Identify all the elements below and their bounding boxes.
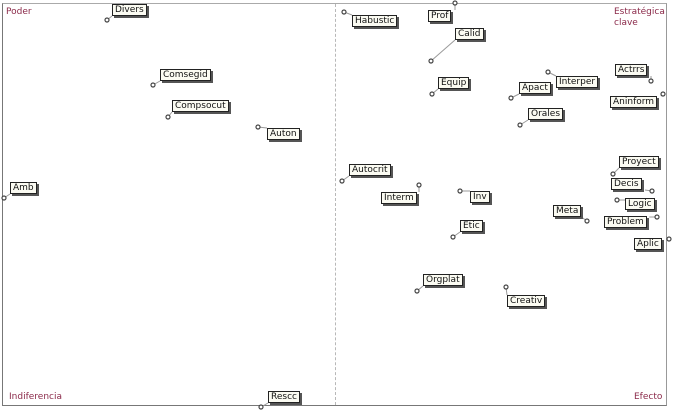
data-point-marker-icon: [452, 0, 458, 6]
data-point-marker-icon: [503, 284, 509, 290]
point-label-meta: Meta: [553, 205, 582, 217]
point-label-apact: Apact: [519, 82, 551, 94]
point-label-actrrs: Actrrs: [615, 64, 648, 76]
data-point-marker-icon: [165, 114, 171, 120]
point-label-aninform: Aninform: [610, 96, 658, 108]
data-point-marker-icon: [545, 69, 551, 75]
data-point-marker-icon: [341, 9, 347, 15]
point-label-auton: Auton: [267, 128, 300, 140]
data-point-marker-icon: [104, 17, 110, 23]
point-label-prof: Prof: [428, 10, 452, 22]
data-point-marker-icon: [517, 122, 523, 128]
data-point-marker-icon: [414, 288, 420, 294]
data-point-marker-icon: [450, 234, 456, 240]
data-point-marker-icon: [660, 91, 666, 97]
quadrant-label-bottom-right: Efecto: [634, 392, 663, 402]
point-label-problem: Problem: [604, 216, 647, 228]
point-label-amb: Amb: [10, 182, 37, 194]
point-label-comsegid: Comsegid: [160, 69, 211, 81]
point-label-decis: Decis: [611, 178, 642, 190]
leader-line: [430, 39, 456, 62]
vertical-divider-line: [335, 4, 336, 405]
point-label-proyect: Proyect: [619, 156, 659, 168]
point-label-divers: Divers: [112, 4, 147, 16]
quadrant-label-top-left: Poder: [6, 7, 32, 17]
point-label-calid: Calid: [455, 28, 484, 40]
point-label-compsocut: Compsocut: [172, 100, 229, 112]
point-label-etic: Etic: [460, 220, 483, 232]
point-label-interper: Interper: [556, 76, 599, 88]
data-point-marker-icon: [654, 214, 660, 220]
data-point-marker-icon: [416, 182, 422, 188]
point-label-orales: Orales: [528, 108, 564, 120]
point-label-interm: Interm: [381, 192, 417, 204]
data-point-marker-icon: [648, 78, 654, 84]
data-point-marker-icon: [666, 236, 672, 242]
point-label-inv: Inv: [470, 191, 490, 203]
point-label-orgplat: Orgplat: [423, 274, 463, 286]
point-label-creativ: Creativ: [507, 295, 546, 307]
data-point-marker-icon: [508, 95, 514, 101]
quadrant-label-bottom-left: Indiferencia: [9, 392, 62, 402]
point-label-equip: Equip: [438, 77, 470, 89]
data-point-marker-icon: [584, 218, 590, 224]
data-point-marker-icon: [150, 82, 156, 88]
data-point-marker-icon: [649, 188, 655, 194]
point-label-logic: Logic: [625, 198, 655, 210]
data-point-marker-icon: [258, 404, 264, 410]
data-point-marker-icon: [610, 171, 616, 177]
data-point-marker-icon: [1, 195, 7, 201]
data-point-marker-icon: [429, 91, 435, 97]
plot-frame: [2, 3, 667, 406]
data-point-marker-icon: [255, 124, 261, 130]
data-point-marker-icon: [614, 197, 620, 203]
point-label-rescc: Rescc: [268, 391, 300, 403]
data-point-marker-icon: [457, 188, 463, 194]
quadrant-label-top-right: Estratégica clave: [614, 7, 665, 28]
point-label-autocrit: Autocrit: [349, 164, 391, 176]
point-label-habustic: Habustic: [352, 15, 398, 27]
point-label-aplic: Aplic: [634, 238, 662, 250]
data-point-marker-icon: [428, 58, 434, 64]
data-point-marker-icon: [339, 178, 345, 184]
